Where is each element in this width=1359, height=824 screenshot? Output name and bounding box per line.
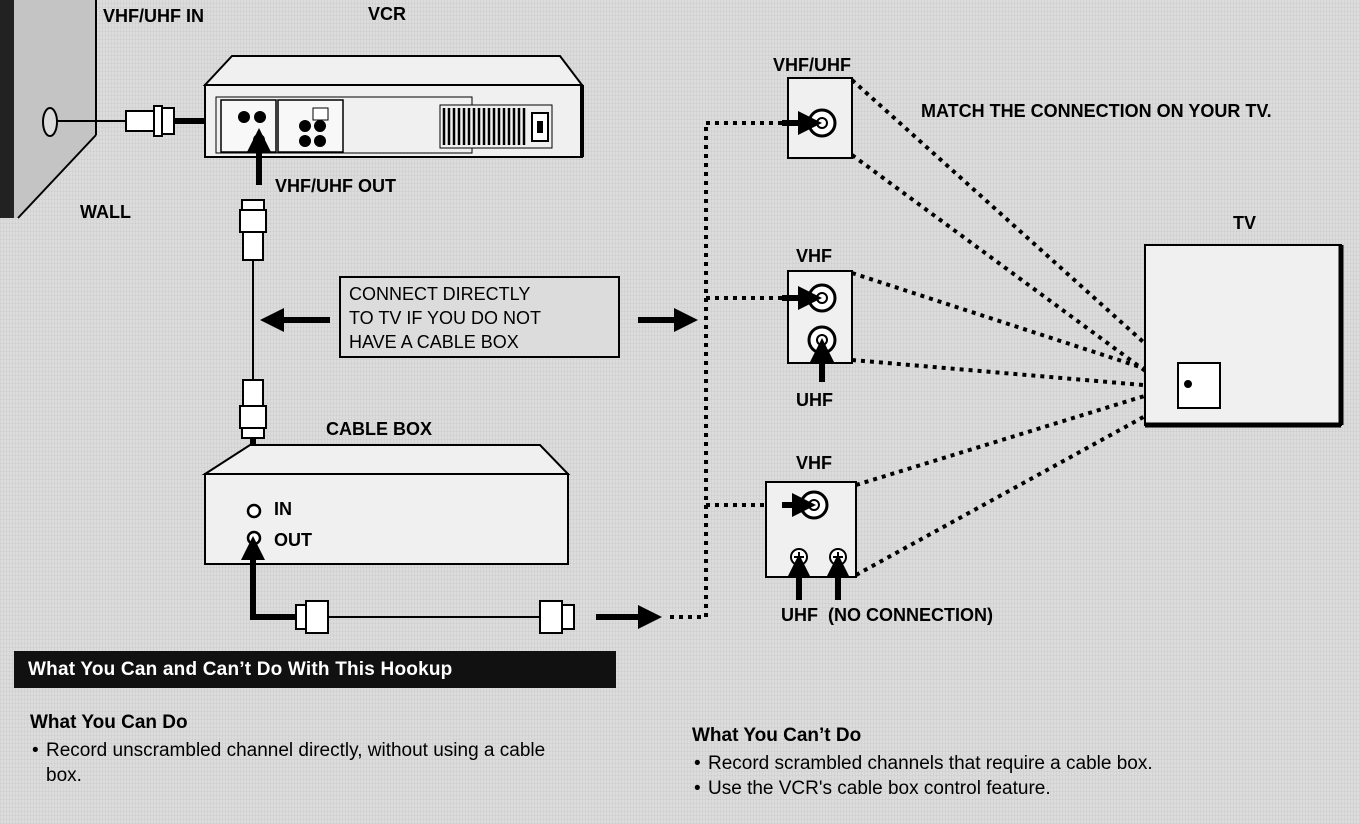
label-in: IN <box>274 499 292 519</box>
vcr-device <box>202 55 585 158</box>
connect-note-line: TO TV IF YOU DO NOT <box>349 308 542 328</box>
cant-do-item: Use the VCR's cable box control feature. <box>692 776 1332 801</box>
label-panel1-top: VHF/UHF <box>773 55 851 75</box>
cant-do-item: Record scrambled channels that require a… <box>692 751 1332 776</box>
label-panel3-top: VHF <box>796 453 832 473</box>
can-do-item: Record unscrambled channel directly, wit… <box>30 738 570 788</box>
label-vhf-uhf-out: VHF/UHF OUT <box>275 176 396 196</box>
tv-panel-vhf-uhf-separate <box>782 270 853 382</box>
label-out: OUT <box>274 530 312 550</box>
label-wall: WALL <box>80 202 131 222</box>
cablebox-out-cable <box>241 536 662 634</box>
tv-panel-vhf-uhf-terminals <box>765 481 857 600</box>
label-match-note: MATCH THE CONNECTION ON YOUR TV. <box>921 101 1272 121</box>
cant-do-section: What You Can’t Do Record scrambled chann… <box>692 725 1332 801</box>
label-vcr: VCR <box>368 4 407 24</box>
cant-do-heading: What You Can’t Do <box>692 725 862 746</box>
label-tv: TV <box>1233 213 1257 233</box>
label-panel2-top: VHF <box>796 246 832 266</box>
connect-note-line: HAVE A CABLE BOX <box>349 332 519 352</box>
section-banner: What You Can and Can’t Do With This Hook… <box>14 651 616 688</box>
label-vhf-uhf-in: VHF/UHF IN <box>103 6 204 26</box>
can-do-section: What You Can Do Record unscrambled chann… <box>30 712 570 788</box>
connect-directly-note: CONNECT DIRECTLY TO TV IF YOU DO NOT HAV… <box>339 276 620 358</box>
dotted-feed-line <box>670 121 782 619</box>
connect-note-line: CONNECT DIRECTLY <box>349 284 531 304</box>
label-panel2-bottom: UHF <box>796 390 833 410</box>
tv-panel-vhf-uhf <box>782 77 853 159</box>
dotted-lines-to-tv <box>850 78 1182 577</box>
can-do-heading: What You Can Do <box>30 712 188 733</box>
tv-device <box>1144 244 1344 428</box>
label-cable-box: CABLE BOX <box>326 419 433 439</box>
label-panel3-bottom: UHF (NO CONNECTION) <box>781 605 993 625</box>
cable-box-device <box>201 444 571 565</box>
